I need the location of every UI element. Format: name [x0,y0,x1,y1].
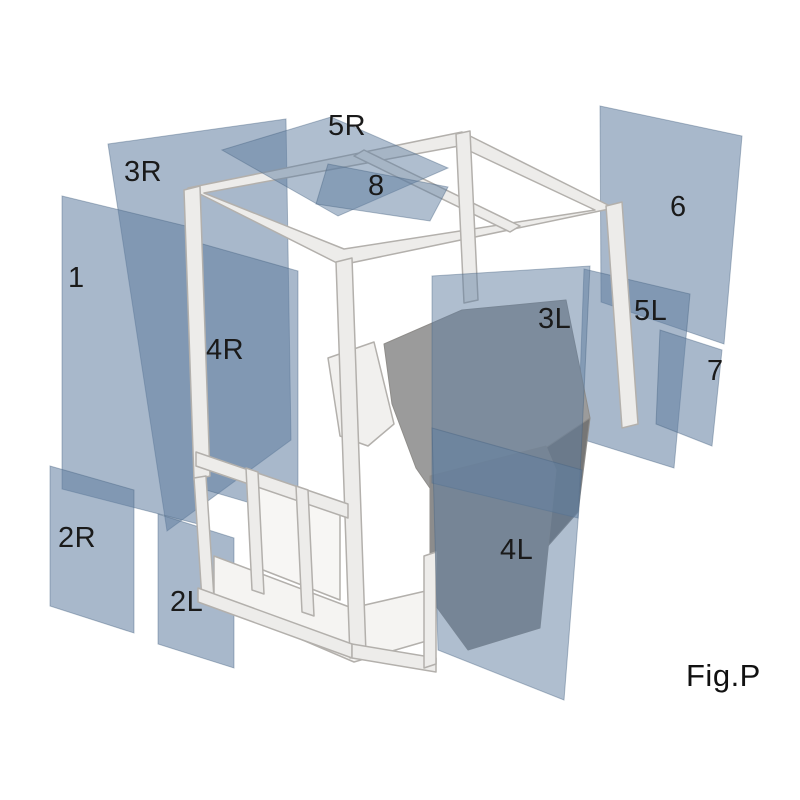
panel-label-1: 1 [68,262,85,294]
door-tube-rear [295,485,315,617]
panel-label-7: 7 [707,355,724,387]
panel-label-5R: 5R [328,110,367,142]
glass-panel-7 [655,329,723,447]
glass-panel-4L [431,427,583,701]
glass-panels-back [49,105,743,669]
panel-label-6: 6 [670,191,687,223]
panel-label-4L: 4L [500,534,534,566]
front-left-pillar [183,185,211,481]
panel-label-2L: 2L [170,586,204,618]
front-right-edge [423,551,437,669]
panel-label-4R: 4R [206,334,245,366]
panel-label-3R: 3R [124,156,163,188]
door-tube-front [245,467,265,595]
glass-panel-2R [49,465,135,634]
panel-label-8: 8 [368,170,385,202]
steering-console [327,341,395,447]
right-pillar [605,201,639,429]
figure-caption: Fig.P [686,658,761,693]
front-sill [351,643,437,673]
glass-panel-8 [315,163,449,222]
panel-label-2R: 2R [58,522,97,554]
glass-panels-front [220,116,591,701]
panel-label-5L: 5L [634,295,668,327]
panel-label-3L: 3L [538,303,572,335]
